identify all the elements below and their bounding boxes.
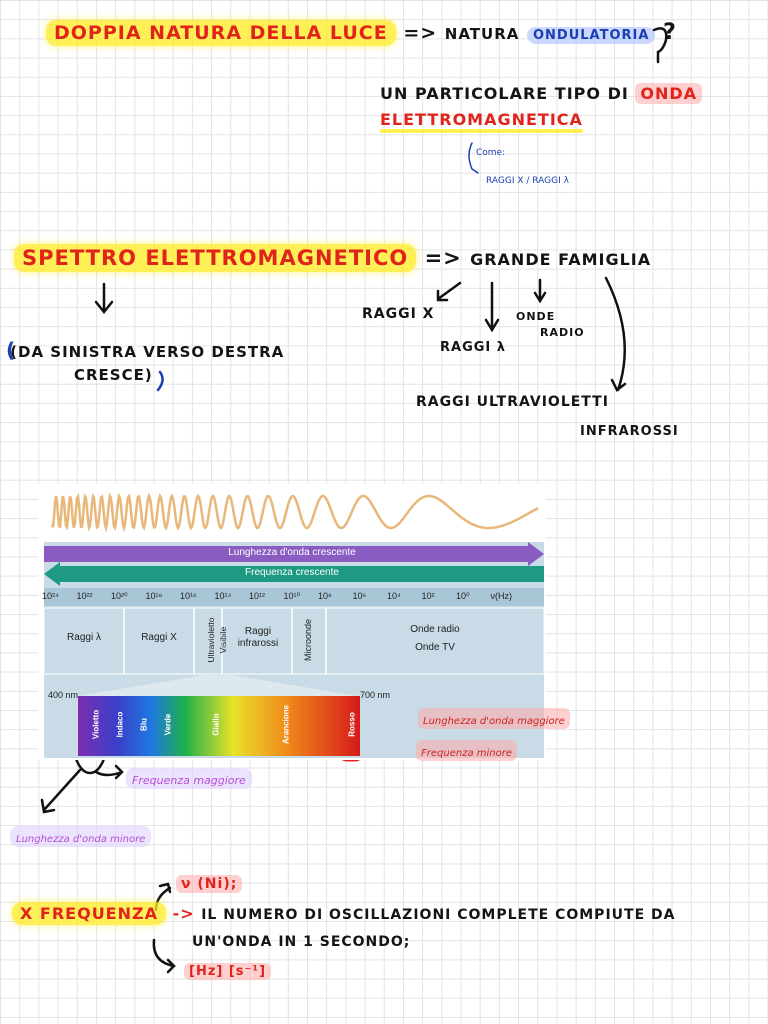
- frequenza-title: X FREQUENZA: [12, 902, 166, 925]
- frequency-tick: ν(Hz): [490, 591, 513, 601]
- frequency-tick: 10¹⁶: [180, 591, 197, 601]
- title-arrow: =>: [403, 22, 438, 44]
- units: [Hz] [s⁻¹]: [184, 963, 272, 980]
- elettromagnetica-label: ELETTROMAGNETICA: [380, 110, 583, 129]
- particolare-text: UN PARTICOLARE TIPO DI: [380, 84, 629, 103]
- spettro-arrow: =>: [424, 246, 462, 270]
- spettro-line: SPETTRO ELETTROMAGNETICO => GRANDE FAMIG…: [14, 244, 652, 272]
- frequency-tick: 10²⁴: [42, 591, 59, 601]
- family-uv: RAGGI ULTRAVIOLETTI: [416, 394, 609, 410]
- title-natura: NATURA: [444, 25, 520, 43]
- family-raggi-lambda: RAGGI λ: [440, 340, 507, 355]
- region-raggi-x: Raggi X: [141, 632, 177, 643]
- visible-color-violetto: Violetto: [91, 709, 101, 740]
- frequency-tick: 10¹⁰: [283, 591, 301, 601]
- title-doppia-natura: DOPPIA NATURA DELLA LUCE: [46, 20, 396, 46]
- cresce-text: CRESCE): [74, 366, 153, 384]
- wave-curve: [50, 492, 539, 533]
- spettro-title: SPETTRO ELETTROMAGNETICO: [14, 244, 417, 272]
- family-ir: INFRAROSSI: [580, 424, 679, 439]
- region-onde-tv: Onde TV: [415, 642, 455, 653]
- annot-frequenza-minore-text: Frequenza minore: [421, 748, 512, 759]
- nm-400-label: 400 nm: [48, 690, 79, 700]
- particolare-onda: ONDA: [635, 83, 703, 104]
- come-label: Come:: [476, 148, 506, 158]
- da-sinistra-line1: ((DA SINISTRA VERSO DESTRA: [6, 338, 285, 362]
- bar-lunghezza-label: Lunghezza d'onda crescente: [228, 547, 356, 558]
- grande-famiglia: GRANDE FAMIGLIA: [470, 250, 652, 269]
- frequency-tick: 10¹⁴: [214, 591, 232, 601]
- title-ondulatoria: ONDULATORIA: [527, 27, 656, 44]
- visible-color-verde: Verde: [163, 713, 173, 736]
- region-microonde: Microonde: [303, 618, 313, 662]
- elettromagnetica-text: ELETTROMAGNETICA: [380, 110, 583, 133]
- annot-lunghezza-maggiore: Lunghezza d'onda maggiore: [418, 708, 570, 729]
- frequency-tick: 10²: [421, 591, 435, 601]
- da-sinistra-line2: CRESCE): [74, 366, 153, 384]
- region-ultravioletto: Ultravioletto: [206, 617, 216, 663]
- annot-frequenza-maggiore: Frequenza maggiore: [126, 768, 252, 789]
- annot-lunghezza-minore-text: Lunghezza d'onda minore: [16, 834, 146, 845]
- symbol-nu-text: ν (Ni);: [176, 875, 243, 893]
- units-text: [Hz] [s⁻¹]: [184, 963, 272, 980]
- particolare-line: UN PARTICOLARE TIPO DI ONDA: [380, 83, 703, 104]
- annot-frequenza-maggiore-text: Frequenza maggiore: [132, 774, 246, 787]
- frequency-tick: 10⁰: [456, 591, 470, 601]
- raggi-examples: RAGGI X / RAGGI λ: [486, 176, 569, 186]
- visible-color-arancione: Arancione: [281, 704, 291, 745]
- frequency-tick: 10⁴: [387, 591, 401, 601]
- visible-color-rosso: Rosso: [347, 712, 357, 737]
- visible-band: [78, 696, 360, 756]
- zoom-trapezoid: [78, 674, 358, 696]
- frequenza-def-line1: IL NUMERO DI OSCILLAZIONI COMPLETE COMPI…: [201, 907, 676, 923]
- region-onde-radio: Onde radio: [410, 624, 460, 635]
- visible-color-indaco: Indaco: [115, 711, 125, 738]
- annot-lunghezza-maggiore-text: Lunghezza d'onda maggiore: [423, 716, 565, 727]
- annot-frequenza-minore: Frequenza minore: [416, 740, 517, 761]
- region-infrarossi: Raggi infrarossi: [237, 626, 279, 649]
- frequency-tick: 10⁶: [352, 591, 367, 601]
- frequency-tick: 10²⁰: [111, 591, 128, 601]
- symbol-nu: ν (Ni);: [176, 875, 243, 893]
- spectrum-graphic: [38, 484, 546, 760]
- region-visibile: Visibile: [218, 626, 228, 654]
- frequency-tick: 10⁸: [318, 591, 332, 601]
- visible-color-blu: Blu: [139, 718, 149, 731]
- bar-frequenza-label: Frequenza crescente: [245, 567, 339, 578]
- frequency-tick: 10¹⁸: [145, 591, 163, 601]
- family-onde: ONDE: [516, 310, 556, 323]
- family-raggi-x: RAGGI X: [362, 306, 435, 322]
- frequenza-def-line2: UN'ONDA IN 1 SECONDO;: [192, 934, 411, 950]
- frequency-tick: 10²²: [76, 591, 93, 601]
- frequency-bar: [44, 562, 544, 586]
- frequenza-line: X FREQUENZA -> IL NUMERO DI OSCILLAZIONI…: [12, 902, 676, 925]
- da-sinistra-text: (DA SINISTRA VERSO DESTRA: [10, 343, 285, 361]
- electromagnetic-spectrum-figure: Lunghezza d'onda crescente Frequenza cre…: [38, 484, 546, 760]
- family-radio: RADIO: [540, 326, 585, 339]
- nm-700-label: 700 nm: [360, 690, 391, 700]
- wavelength-bar: [44, 542, 544, 566]
- frequenza-arrow: ->: [172, 904, 195, 923]
- region-raggi-lambda: Raggi λ: [67, 632, 101, 643]
- annot-lunghezza-minore: Lunghezza d'onda minore: [10, 826, 152, 847]
- frequency-tick: 10¹²: [249, 591, 266, 601]
- visible-color-giallo: Giallo: [211, 713, 221, 736]
